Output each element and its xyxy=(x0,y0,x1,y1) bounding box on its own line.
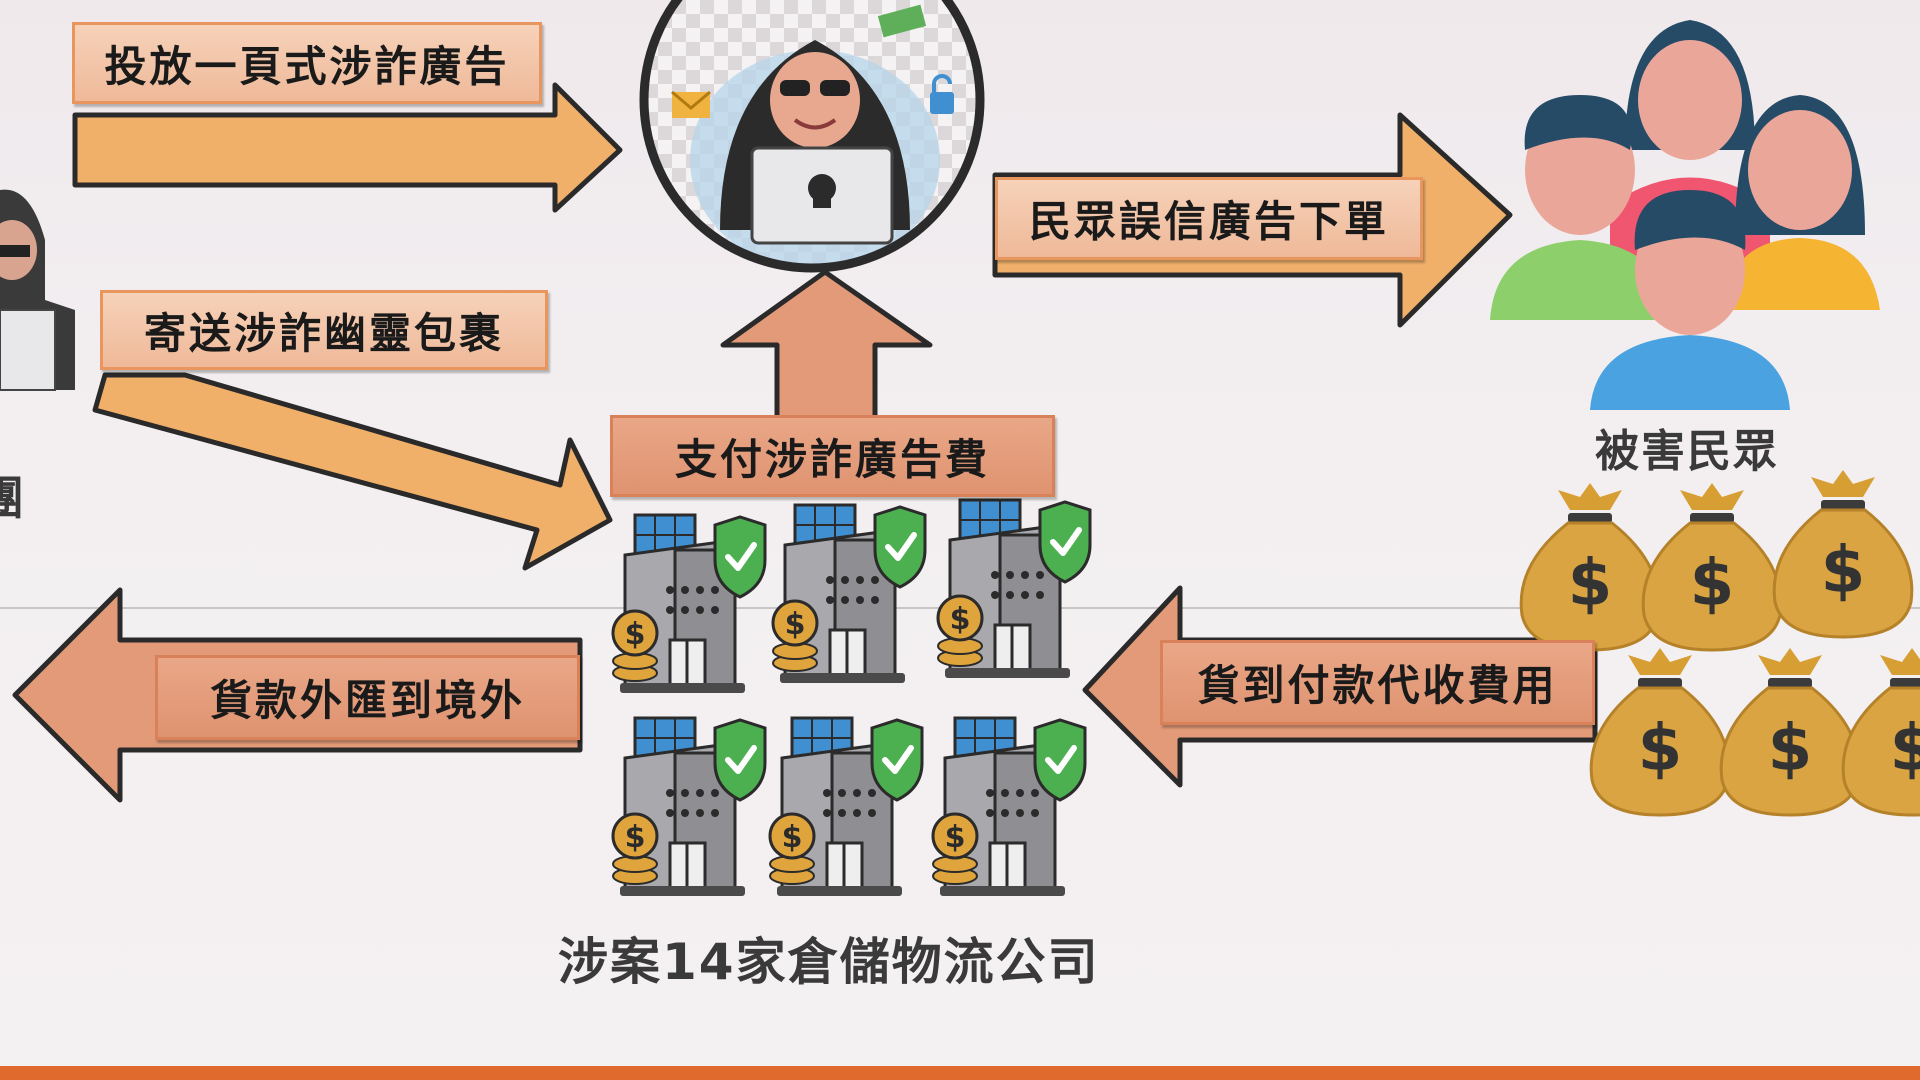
warehouse-building-icon xyxy=(770,718,922,896)
warehouse-building-icon xyxy=(613,718,765,896)
warehouse-building-icon xyxy=(933,718,1085,896)
left-cut-caption: 團 xyxy=(0,471,26,525)
label-pay-ad-fee: 支付涉詐廣告費 xyxy=(610,415,1055,497)
label-ghost-parcel: 寄送涉詐幽靈包裹 xyxy=(100,290,548,370)
label-cod-collect: 貨到付款代收費用 xyxy=(1160,640,1595,725)
bottom-accent-bar xyxy=(0,1066,1920,1080)
warehouse-building-icon xyxy=(613,515,765,693)
label-remit-abroad: 貨款外匯到境外 xyxy=(155,655,580,740)
warehouse-building-icon xyxy=(773,505,925,683)
warehouse-building-icon xyxy=(938,500,1090,678)
label-ad: 投放一頁式涉詐廣告 xyxy=(72,22,542,104)
label-public-order: 民眾誤信廣告下單 xyxy=(995,177,1423,260)
victims-caption: 被害民眾 xyxy=(1595,426,1779,477)
arrow-parcel-to-warehouse xyxy=(92,372,613,571)
companies-caption: 涉案14家倉儲物流公司 xyxy=(558,933,1100,991)
arrow-pay-to-hacker xyxy=(720,269,933,423)
arrow-ad-to-hacker xyxy=(72,82,623,213)
